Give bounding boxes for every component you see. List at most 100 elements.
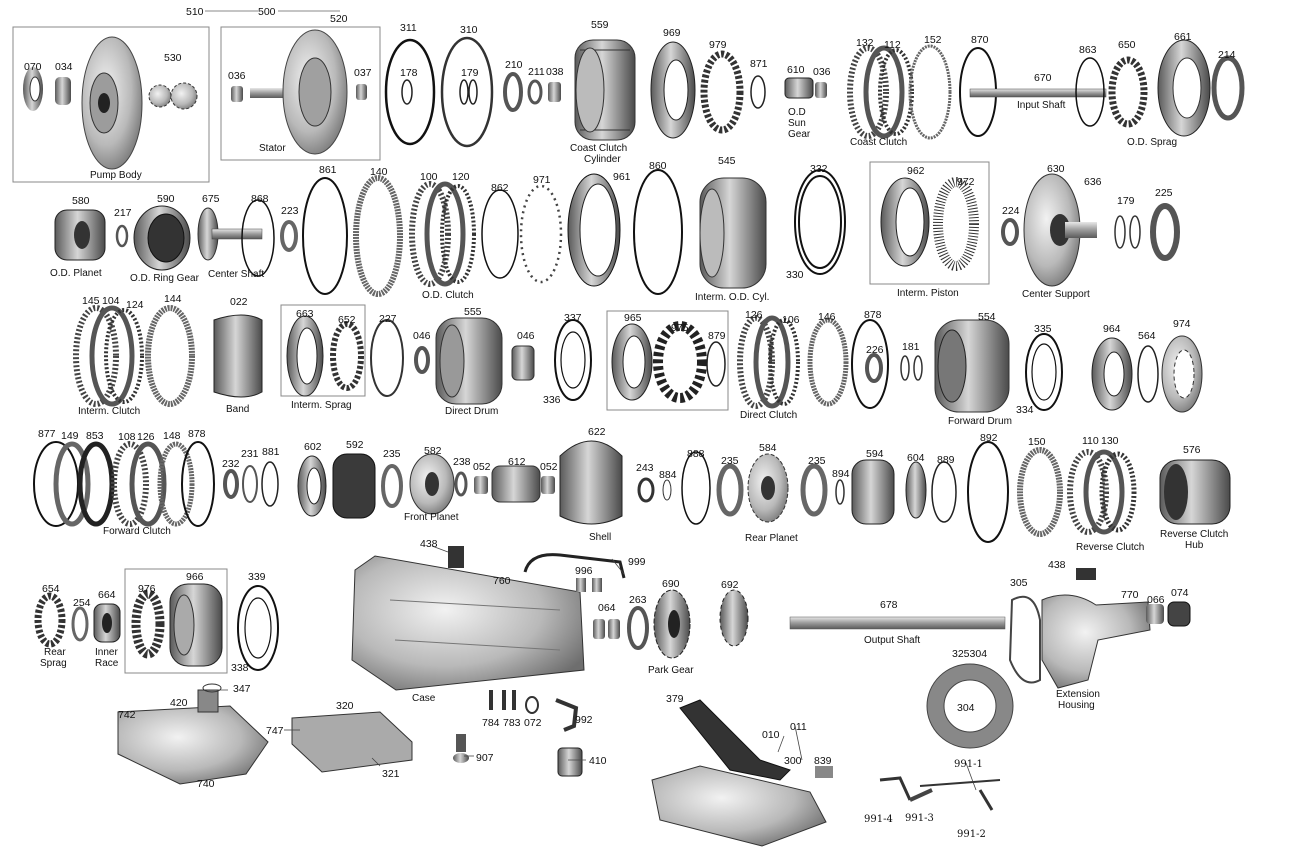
part-335-ring bbox=[1025, 333, 1063, 411]
part-410-switch bbox=[557, 747, 583, 777]
part-036-bushing-b bbox=[815, 82, 827, 98]
part-863-ring bbox=[1075, 57, 1105, 127]
part-226-washer bbox=[865, 353, 883, 383]
part-number: 214 bbox=[1218, 49, 1236, 61]
part-692-gear bbox=[719, 589, 749, 647]
part-311-ring bbox=[384, 38, 436, 146]
part-number: 347 bbox=[233, 683, 251, 695]
part-number: 310 bbox=[460, 24, 478, 36]
rear-sprag bbox=[34, 592, 66, 648]
part-number: 038 bbox=[546, 66, 564, 78]
part-number: 311 bbox=[400, 22, 417, 34]
part-072-seal bbox=[525, 696, 539, 714]
part-number: 564 bbox=[1138, 330, 1156, 342]
part-965-race bbox=[611, 323, 653, 401]
coast-clutch-pack bbox=[847, 45, 914, 139]
part-number: 878 bbox=[864, 309, 882, 321]
name-shell: Shell bbox=[589, 532, 611, 543]
name-od-sun-line1: O.D bbox=[788, 107, 806, 118]
part-number: 231 bbox=[241, 448, 259, 460]
part-number: 320 bbox=[336, 700, 354, 712]
part-number: 630 bbox=[1047, 163, 1065, 175]
part-305-gasket bbox=[1008, 595, 1041, 684]
name-od-sun-line3: Gear bbox=[788, 129, 811, 140]
part-992-lever bbox=[555, 698, 579, 732]
forward-drum bbox=[934, 319, 1010, 413]
row5-parts bbox=[34, 546, 1191, 691]
name-reverse-clutch-hub-line1: Reverse Clutch bbox=[1160, 529, 1228, 540]
part-034-bushing bbox=[55, 77, 71, 105]
part-661-race bbox=[1157, 39, 1211, 137]
part-number: 742 bbox=[118, 709, 136, 721]
filter bbox=[679, 699, 791, 781]
part-number: 227 bbox=[379, 313, 397, 325]
direct-clutch-pack bbox=[737, 315, 800, 409]
part-number: 652 bbox=[338, 314, 356, 326]
part-number: 334 bbox=[1016, 404, 1034, 416]
part-881-ring bbox=[261, 461, 279, 507]
part-number: 889 bbox=[937, 454, 955, 466]
part-number: 235 bbox=[383, 448, 401, 460]
part-number: 254 bbox=[73, 597, 91, 609]
part-number: 046 bbox=[413, 330, 431, 342]
part-number: 964 bbox=[1103, 323, 1121, 335]
part-037-bushing bbox=[356, 84, 367, 100]
part-number: 140 bbox=[370, 166, 388, 178]
part-number: 132 bbox=[856, 37, 874, 49]
part-number: 074 bbox=[1171, 587, 1189, 599]
name-forward-clutch: Forward Clutch bbox=[103, 526, 171, 537]
part-number: 979 bbox=[709, 39, 727, 51]
row6-parts bbox=[117, 663, 1014, 847]
interm-sprag-frame bbox=[280, 304, 366, 397]
reverse-clutch-pack bbox=[1067, 449, 1137, 535]
name-input-shaft: Input Shaft bbox=[1017, 100, 1066, 111]
name-rear-planet: Rear Planet bbox=[745, 533, 798, 544]
part-907-sensor bbox=[453, 734, 469, 763]
part-number: 022 bbox=[230, 296, 248, 308]
row1-parts bbox=[23, 29, 1245, 170]
rear-planet bbox=[747, 453, 789, 523]
part-number: 636 bbox=[1084, 176, 1102, 188]
part-number: 179 bbox=[1117, 195, 1135, 207]
part-232-washer bbox=[223, 469, 239, 499]
part-number: 179 bbox=[461, 67, 479, 79]
part-number: 211 bbox=[528, 66, 545, 78]
part-046-bushing bbox=[414, 346, 430, 374]
name-park-gear: Park Gear bbox=[648, 665, 694, 676]
part-number: 860 bbox=[649, 160, 667, 172]
part-number: 410 bbox=[589, 755, 607, 767]
direct-clutch-bearing-frame bbox=[606, 310, 729, 411]
part-number: 148 bbox=[163, 430, 181, 442]
gasket-304 bbox=[926, 663, 1014, 749]
part-number: 146 bbox=[818, 311, 836, 323]
part-number: 965 bbox=[624, 312, 642, 324]
part-number: 881 bbox=[262, 446, 280, 458]
part-number: 144 bbox=[164, 293, 182, 305]
part-235-washer-b bbox=[716, 463, 744, 517]
part-594-gear bbox=[851, 459, 895, 525]
part-number: 263 bbox=[629, 594, 647, 606]
extension-housing bbox=[1041, 594, 1151, 689]
part-052-bushing-b bbox=[541, 476, 555, 494]
input-shaft bbox=[969, 88, 1107, 98]
center-shaft bbox=[197, 207, 263, 261]
part-number: 675 bbox=[202, 193, 220, 205]
part-number: 104 bbox=[102, 295, 120, 307]
part-564-ring bbox=[1137, 345, 1159, 403]
part-number: 106 bbox=[782, 314, 800, 326]
part-number: 839 bbox=[814, 755, 832, 767]
part-number: 853 bbox=[86, 430, 104, 442]
part-879-ring bbox=[706, 341, 726, 387]
part-number: 052 bbox=[473, 461, 491, 473]
name-interm-clutch: Interm. Clutch bbox=[78, 406, 140, 417]
part-592-gear bbox=[332, 453, 376, 519]
name-inner-race-line1: Inner bbox=[95, 647, 118, 658]
part-number: 530 bbox=[164, 52, 182, 64]
part-number: 784 bbox=[482, 717, 500, 729]
part-235-washer bbox=[381, 464, 403, 508]
name-coast-clutch-cylinder-line1: Coast Clutch bbox=[570, 143, 627, 154]
part-878-ring bbox=[851, 319, 889, 409]
name-rear-sprag-line1: Rear bbox=[44, 647, 66, 658]
part-227-ring bbox=[370, 319, 404, 397]
part-number: 976 bbox=[138, 583, 156, 595]
